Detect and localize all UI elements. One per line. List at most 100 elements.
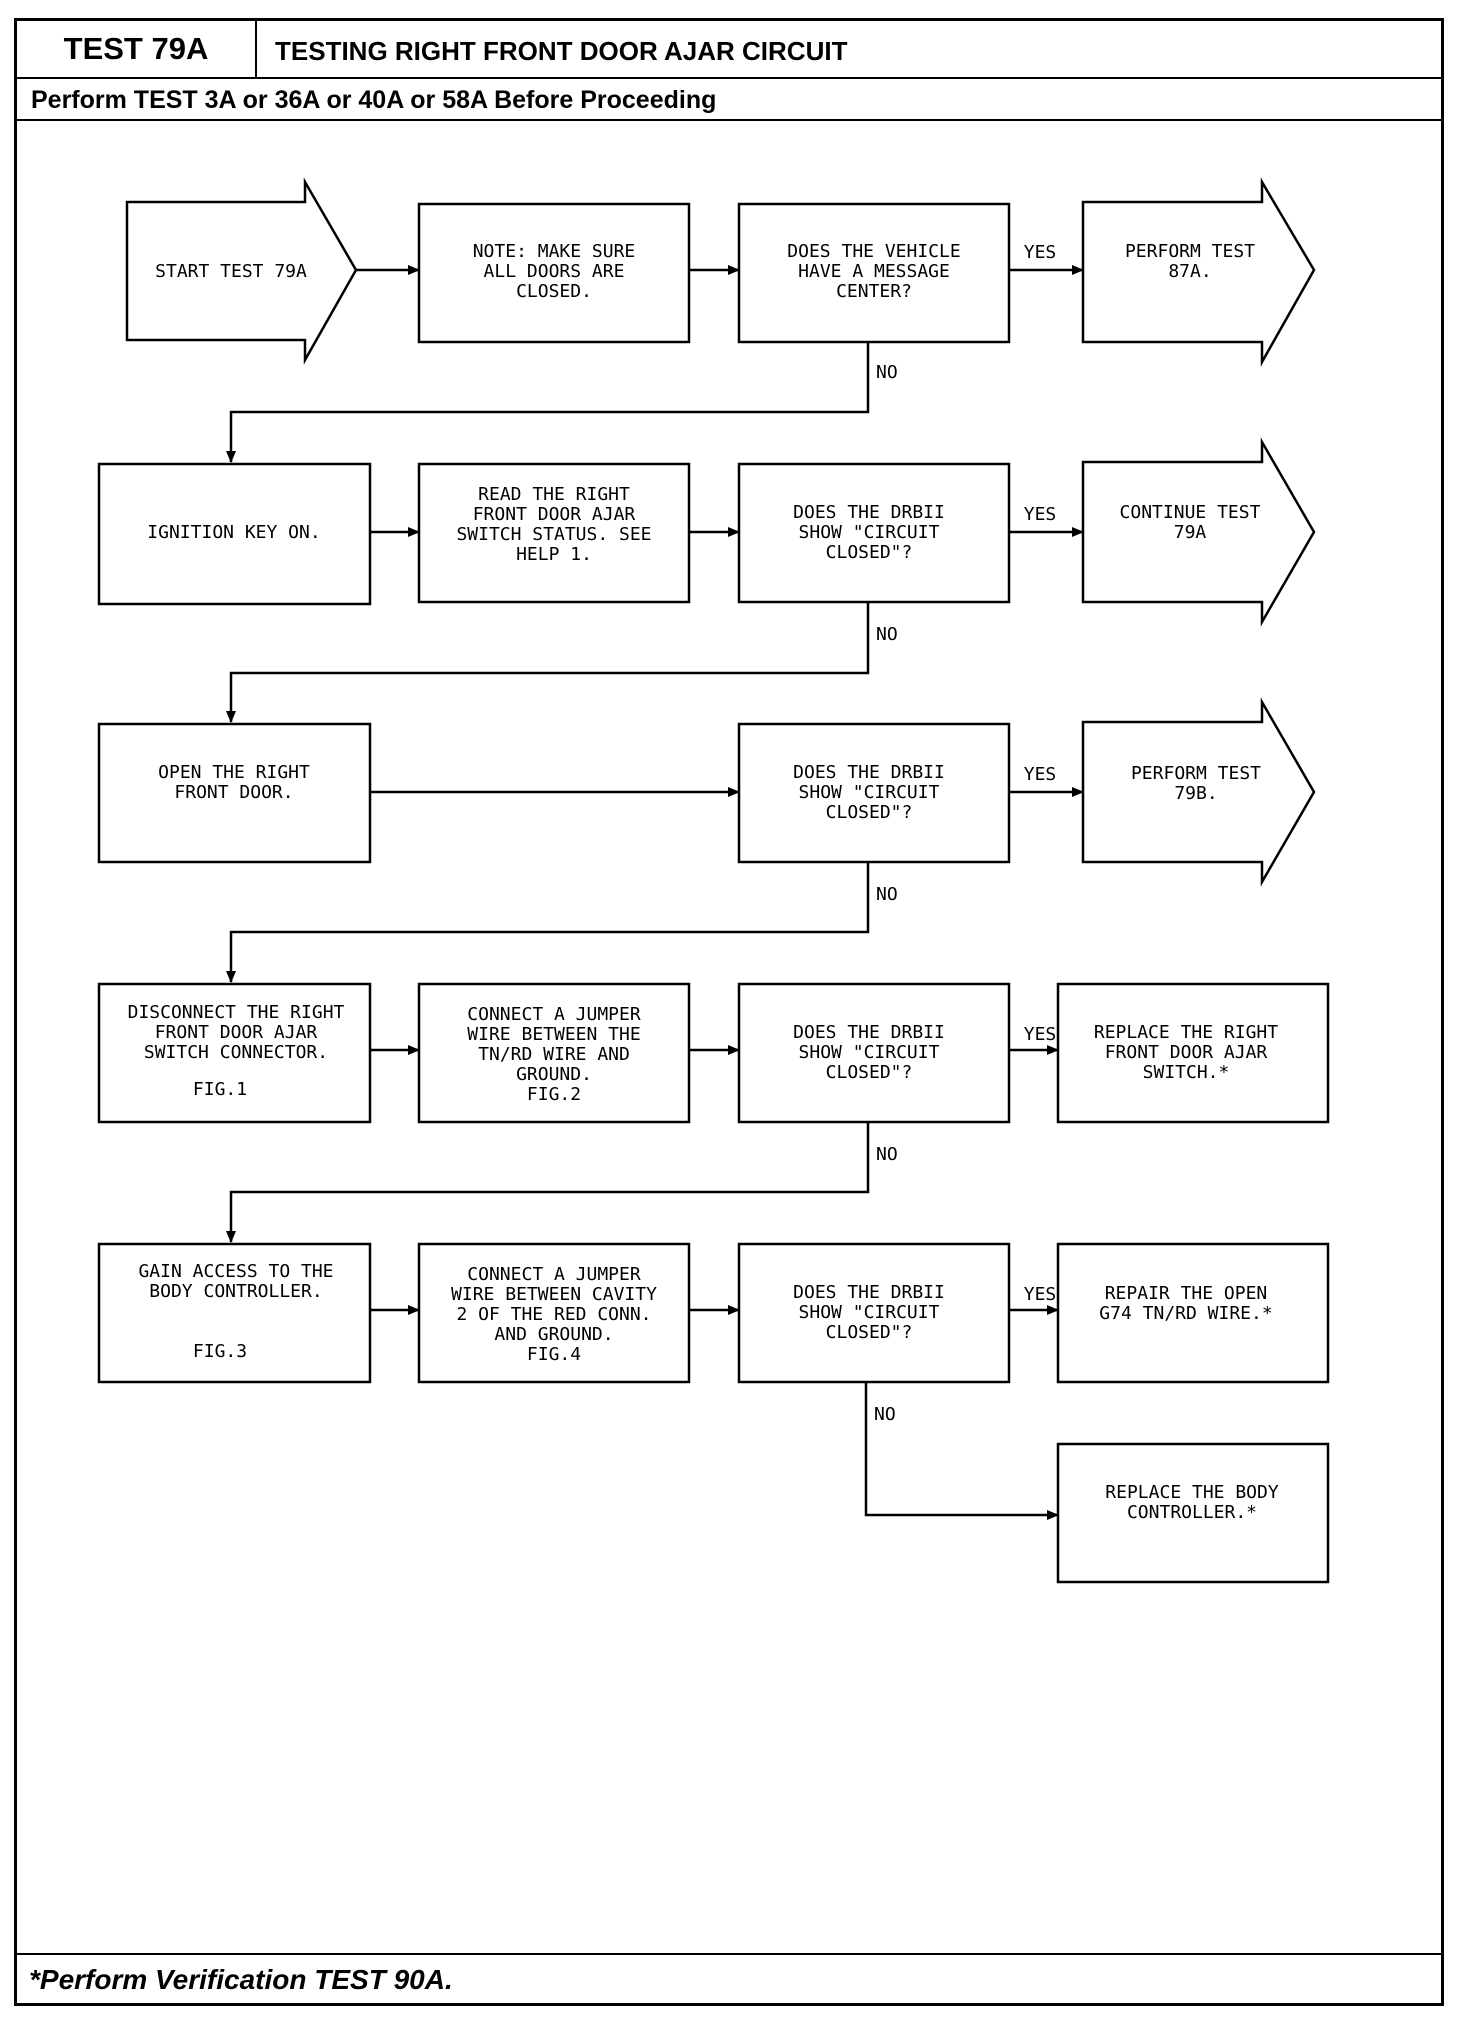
box-text-line: AND GROUND. <box>494 1324 613 1345</box>
box-text-line: CLOSED"? <box>826 542 913 563</box>
box-text-line: CLOSED"? <box>826 802 913 823</box>
box-text-line: PERFORM TEST <box>1131 763 1261 784</box>
box-text-line: DOES THE DRBII <box>793 762 945 783</box>
box-text-line: SHOW "CIRCUIT <box>799 782 940 803</box>
yes-label: YES <box>1024 1284 1057 1305</box>
box-text-line: CLOSED"? <box>826 1062 913 1083</box>
open-right-front-door-box <box>97 722 372 864</box>
box-text-line: CONNECT A JUMPER <box>467 1004 641 1025</box>
replace-body-controller-box <box>1056 1442 1330 1584</box>
box-text-line: 79A <box>1174 522 1207 543</box>
box-text-line: FRONT DOOR AJAR <box>155 1022 318 1043</box>
yes-label: YES <box>1024 1024 1057 1045</box>
no-connector <box>226 602 870 723</box>
box-text-line: CENTER? <box>836 281 912 302</box>
box-text-line: FRONT DOOR AJAR <box>1105 1042 1268 1063</box>
no-label: NO <box>876 624 898 645</box>
box-text-line: ALL DOORS ARE <box>484 261 625 282</box>
box-text-line: DOES THE VEHICLE <box>787 241 960 262</box>
box-text-line: NOTE: MAKE SURE <box>473 241 636 262</box>
replace-door-ajar-switch-box <box>1056 982 1330 1124</box>
box-text-line: FIG.2 <box>527 1084 581 1105</box>
box-text-line: BODY CONTROLLER. <box>149 1281 322 1302</box>
gain-access-body-controller-box <box>97 1242 372 1384</box>
box-text-line: CONTROLLER.* <box>1127 1502 1257 1523</box>
box-text-line: CLOSED. <box>516 281 592 302</box>
start-test-text: START TEST 79A <box>155 261 307 282</box>
no-connector <box>226 342 870 463</box>
no-connector <box>226 1122 870 1243</box>
prerequisite-note: Perform TEST 3A or 36A or 40A or 58A Bef… <box>17 79 1441 121</box>
box-text-line: SWITCH STATUS. SEE <box>456 524 651 545</box>
box-text-line: HELP 1. <box>516 544 592 565</box>
decision-circuit-closed-3-box <box>737 982 1011 1124</box>
box-text-line: SHOW "CIRCUIT <box>799 1042 940 1063</box>
yes-label: YES <box>1024 764 1057 785</box>
box-text-line: OPEN THE RIGHT <box>158 762 310 783</box>
no-label: NO <box>874 1404 896 1425</box>
fig-3-label: FIG.3 <box>193 1341 247 1362</box>
test-title: TESTING RIGHT FRONT DOOR AJAR CIRCUIT <box>275 36 848 66</box>
verification-footer: *Perform Verification TEST 90A. <box>17 1953 1441 2003</box>
disconnect-switch-connector-box <box>97 982 372 1124</box>
decision-circuit-closed-1-box <box>737 462 1011 604</box>
box-text-line: SHOW "CIRCUIT <box>799 522 940 543</box>
box-text-line: FRONT DOOR. <box>174 782 293 803</box>
repair-open-wire-box <box>1056 1242 1330 1384</box>
box-text-line: HAVE A MESSAGE <box>798 261 950 282</box>
box-text-line: REPLACE THE BODY <box>1105 1482 1279 1503</box>
read-switch-status-box <box>417 462 691 604</box>
decision-circuit-closed-4-box <box>737 1242 1011 1384</box>
test-procedure-page: TEST 79A TESTING RIGHT FRONT DOOR AJAR C… <box>14 18 1444 2006</box>
box-text-line: SWITCH.* <box>1143 1062 1230 1083</box>
decision-message-center-box <box>737 202 1011 344</box>
box-text-line: START TEST 79A <box>155 261 307 282</box>
header-row: TEST 79A TESTING RIGHT FRONT DOOR AJAR C… <box>17 21 1441 79</box>
test-id: TEST 79A <box>17 21 257 77</box>
ignition-key-on-text: IGNITION KEY ON. <box>147 522 320 543</box>
connect-jumper-tn-rd-box <box>417 982 691 1124</box>
box-text-line: FIG.4 <box>527 1344 581 1365</box>
box-text-line: 87A. <box>1168 261 1211 282</box>
box-text-line: TN/RD WIRE AND <box>478 1044 630 1065</box>
box-text-line: 79B. <box>1174 783 1217 804</box>
box-text-line: FRONT DOOR AJAR <box>473 504 636 525</box>
yes-label: YES <box>1024 242 1057 263</box>
box-text-line: REPAIR THE OPEN <box>1105 1283 1268 1304</box>
box-text-line: IGNITION KEY ON. <box>147 522 320 543</box>
continue-test-79a-arrow <box>1081 437 1316 627</box>
decision-circuit-closed-2-box <box>737 722 1011 864</box>
box-text-line: CONTINUE TEST <box>1120 502 1261 523</box>
fig-1-label: FIG.1 <box>193 1079 247 1100</box>
box-text-line: 2 OF THE RED CONN. <box>456 1304 651 1325</box>
ignition-key-on-box <box>97 462 372 606</box>
no-connector <box>226 862 870 983</box>
box-text-line: DOES THE DRBII <box>793 1022 945 1043</box>
no-label: NO <box>876 884 898 905</box>
box-text-line: READ THE RIGHT <box>478 484 630 505</box>
no-label: NO <box>876 1144 898 1165</box>
start-test-arrow <box>125 177 358 365</box>
box-text-line: PERFORM TEST <box>1125 241 1255 262</box>
perform-test-87a-arrow <box>1081 177 1316 367</box>
note-doors-closed-box <box>417 202 691 344</box>
box-text-line: SHOW "CIRCUIT <box>799 1302 940 1323</box>
no-connector <box>864 1382 1059 1520</box>
